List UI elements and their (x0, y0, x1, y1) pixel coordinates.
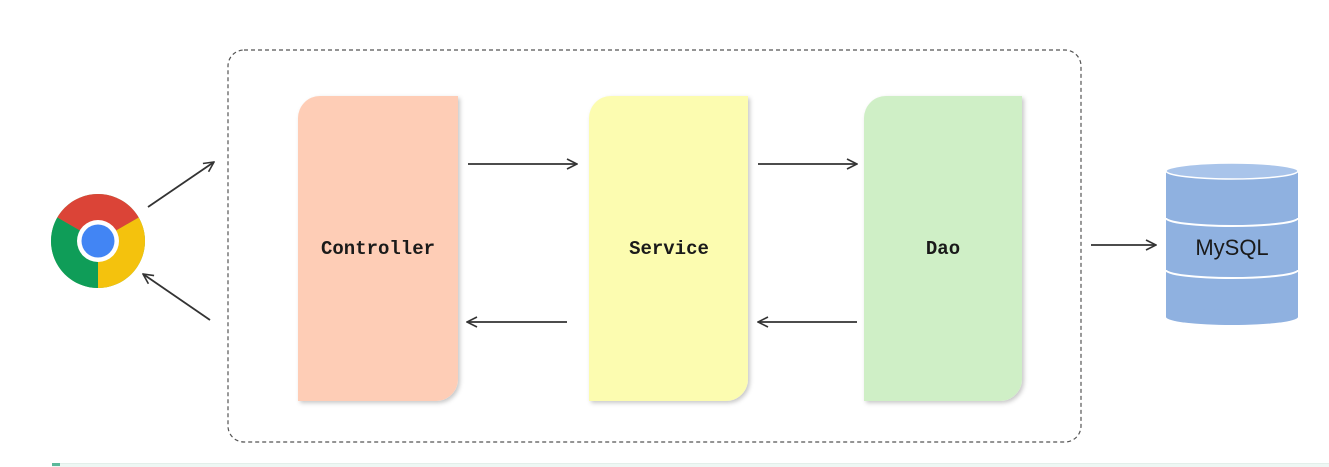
service-label: Service (629, 238, 709, 260)
request-arrow-browser (147, 162, 214, 208)
controller-label: Controller (321, 238, 435, 260)
bottom-divider-accent (52, 463, 60, 466)
mysql-label: MySQL (1195, 235, 1268, 260)
application-container (227, 49, 1082, 443)
chrome-browser-icon (51, 194, 145, 288)
dao-label: Dao (926, 238, 960, 260)
service-box (589, 96, 748, 401)
controller-box (298, 96, 458, 401)
bottom-divider (52, 463, 1329, 467)
response-arrow-browser (143, 274, 211, 321)
dao-box (864, 96, 1022, 401)
mysql-database-icon (1165, 162, 1299, 325)
